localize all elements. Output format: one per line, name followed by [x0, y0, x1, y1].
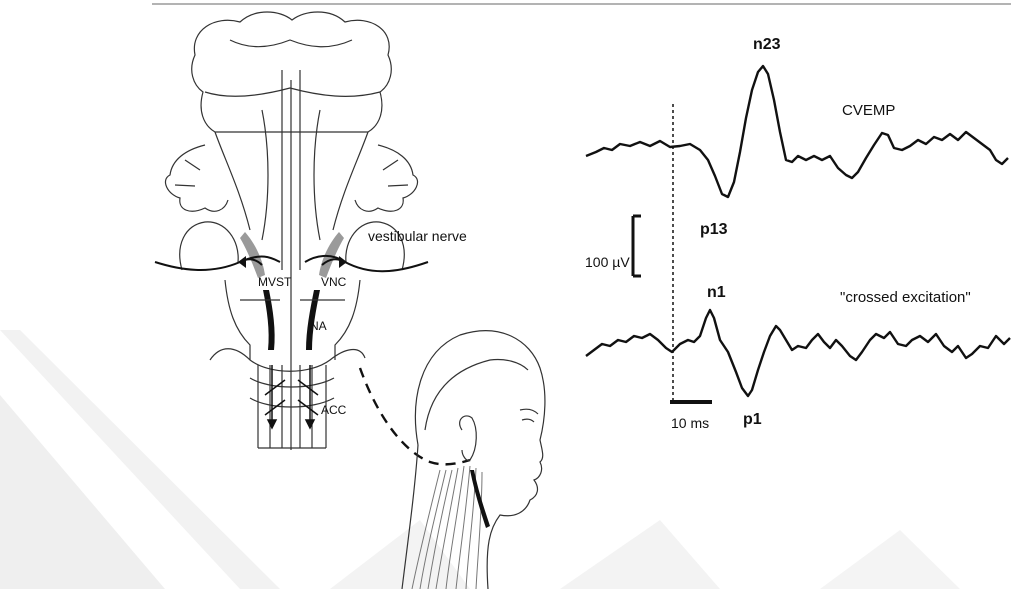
amplitude-scale-label: 100 µV	[585, 254, 630, 270]
label-vestibular-nerve: vestibular nerve	[368, 228, 467, 244]
watermark	[0, 330, 960, 589]
label-mvst: MVST	[258, 275, 292, 289]
peak-label-n23: n23	[753, 36, 781, 53]
amplitude-scale-bar	[633, 216, 641, 276]
peak-label-p13: p13	[700, 221, 728, 238]
peak-label-n1: n1	[707, 284, 726, 301]
trace-label-cvemp: CVEMP	[842, 102, 895, 119]
trace-label-crossed-excitation: "crossed excitation"	[840, 289, 971, 306]
crossed-excitation-trace	[586, 310, 1010, 396]
peak-label-p1: p1	[743, 411, 762, 428]
cvemp-trace	[586, 66, 1008, 197]
label-vnc: VNC	[321, 275, 347, 289]
label-na: NA	[310, 319, 327, 333]
label-acc: ACC	[321, 403, 347, 417]
time-scale-label: 10 ms	[671, 415, 709, 431]
waveform-panel	[586, 66, 1010, 402]
